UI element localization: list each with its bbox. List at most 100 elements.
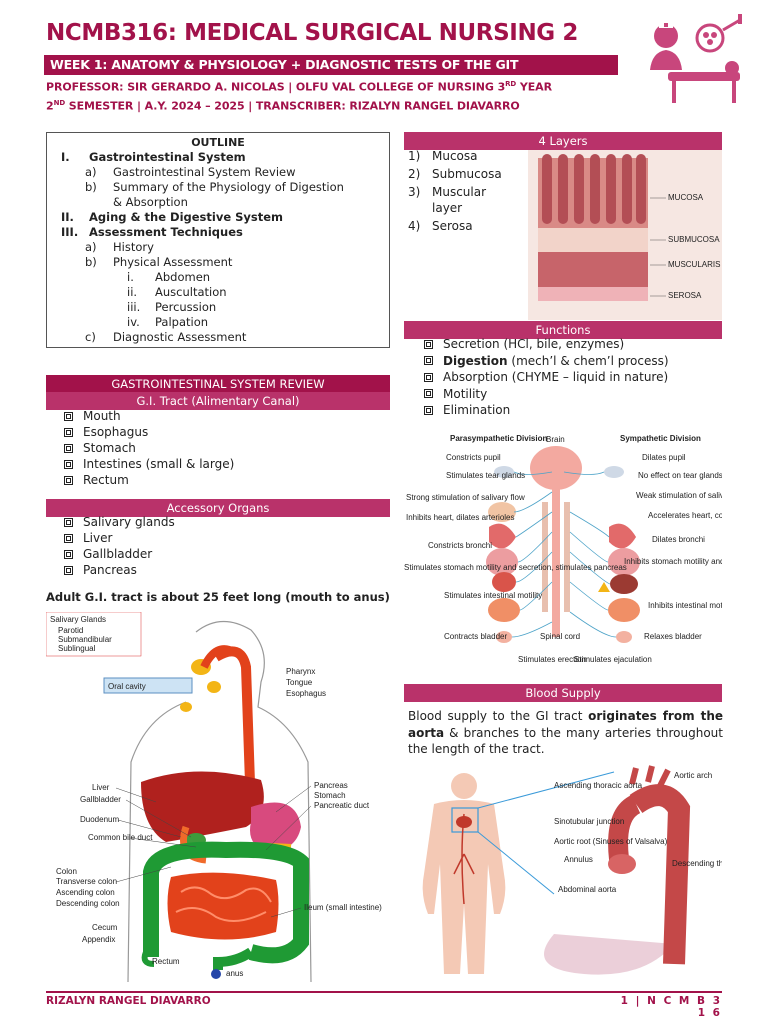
outline-item-label: Auscultation [155,285,227,299]
layer-number: 4) [408,219,421,233]
outline-item-label: Abdomen [155,270,211,284]
para-label-7: Stimulates intestinal motility [444,591,542,600]
checkbox-bullet-icon [424,339,433,349]
function-item: Absorption (CHYME – liquid in nature) [424,369,669,386]
aortic-arch-label: Aortic arch [674,771,712,780]
layer-label: Serosa [432,219,473,233]
duodenum-label: Duodenum [80,815,119,824]
outline-item: b)Summary of the Physiology of Digestion [53,180,383,195]
layer-number: 1) [408,149,421,163]
layer-number [408,200,432,216]
footer-page: 1 | N C M B 3 1 6 [620,995,722,1019]
outline-item: b) Physical Assessment [53,255,383,270]
checkbox-bullet-icon [64,411,73,421]
outline-item: a)History [53,240,383,255]
outline-item-label: Palpation [155,315,209,329]
gi-tract-heading: G.I. Tract (Alimentary Canal) [46,392,390,410]
function-item: Digestion (mech’l & chem’l process) [424,353,669,370]
layer-label: Muscular [432,185,487,199]
para-label-8: Contracts bladder [444,632,507,641]
outline-item-number: ii. [127,285,138,299]
anus-label: anus [226,969,243,978]
outline-item-number [85,195,113,210]
nurse-patient-logo [650,14,742,103]
tongue-label: Tongue [286,678,313,687]
muscularis-fig-label: MUSCULARIS [668,260,720,269]
blood-text-part: Blood supply to the GI tract [408,709,589,723]
outline-item-label: Physical Assessment [113,255,233,269]
para-label-3: Strong stimulation of salivary flow [406,493,525,502]
para-label-5: Constricts bronchi [428,541,492,550]
oral-cavity-label: Oral cavity [108,682,146,691]
layer-item: 4) Serosa [408,218,502,234]
descending-colon-label: Descending colon [56,899,120,908]
meta-text: YEAR [516,80,552,94]
submucosa-fig-label: SUBMUCOSA [668,235,720,244]
layer-label: layer [432,201,463,215]
brain-title: Brain [546,435,565,444]
erection-label: Stimulates erection [518,655,586,664]
digestive-system-figure: Salivary Glands Parotid Submandibular Su… [46,612,382,982]
symp-label-4: Accelerates heart, constricts arterioles [648,511,722,520]
layer-number: 2) [408,167,421,181]
rectum-label: Rectum [152,957,180,966]
outline-item-label: & Absorption [113,195,188,209]
function-label: Absorption (CHYME – liquid in nature) [443,370,669,384]
outline-item: I. Gastrointestinal System [53,150,383,165]
outline-item-label: Gastrointestinal System [89,150,246,164]
annulus-label: Annulus [564,855,593,864]
list-item-label: Liver [83,531,113,545]
symp-label-7: Inhibits intestinal motility [648,601,722,610]
footer-rule [46,991,722,993]
function-item: Elimination [424,402,669,419]
outline-item-label: Aging & the Digestive System [89,210,284,224]
outline-item-number: b) [85,255,97,269]
function-label: Elimination [443,403,511,417]
outline-item: II. Aging & the Digestive System [53,210,383,225]
checkbox-bullet-icon [424,372,433,382]
list-item: Mouth [64,408,234,424]
submandibular-label: Submandibular [58,635,112,644]
esophagus-label: Esophagus [286,689,326,698]
symp-label-2: No effect on tear glands [638,471,722,480]
aortic-root-label: Aortic root (Sinuses of Valsalva) [554,837,668,846]
para-label-4: Inhibits heart, dilates arterioles [406,513,515,522]
list-item: Esophagus [64,424,234,440]
outline-item-number: I. [61,150,70,164]
checkbox-bullet-icon [424,389,433,399]
autonomic-nervous-system-figure: Parasympathetic Division Brain Sympathet… [404,434,722,664]
checkbox-bullet-icon [64,533,73,543]
stomach-label: Stomach [314,791,346,800]
outline-item-number: a) [85,165,97,179]
colon-label: Colon [56,867,77,876]
outline-item-number: a) [85,240,97,254]
cecum-label: Cecum [92,923,118,932]
list-item: Pancreas [64,562,175,578]
list-item: Salivary glands [64,514,175,530]
para-label-2: Stimulates tear glands [446,471,525,480]
outline-item-number: II. [61,210,74,224]
list-item-label: Salivary glands [83,515,175,529]
list-item-label: Rectum [83,473,129,487]
outline-item-number: c) [85,330,96,344]
outline-heading: OUTLINE [191,136,245,149]
transverse-colon-label: Transverse colon [56,877,117,886]
list-item-label: Stomach [83,441,136,455]
week-banner: WEEK 1: ANATOMY & PHYSIOLOGY + DIAGNOSTI… [44,55,618,75]
sympathetic-title: Sympathetic Division [620,434,701,443]
function-label: (mech’l & chem’l process) [507,353,669,368]
sublingual-label: Sublingual [58,644,96,653]
ejaculation-label: Stimulates ejaculation [574,655,652,664]
function-bold: Digestion [443,353,508,368]
function-item: Motility [424,386,669,403]
meta-text: SEMESTER | A.Y. 2024 – 2025 | TRANSCRIBE… [65,99,520,113]
outline-item-label: Gastrointestinal System Review [113,165,296,179]
blood-text-bold: originates from the aorta [408,709,724,740]
outline-item-number: i. [127,270,134,284]
outline-item: a) Gastrointestinal System Review [53,165,383,180]
meta-text: 2 [46,99,54,113]
layer-item: 2)Submucosa [408,166,502,182]
